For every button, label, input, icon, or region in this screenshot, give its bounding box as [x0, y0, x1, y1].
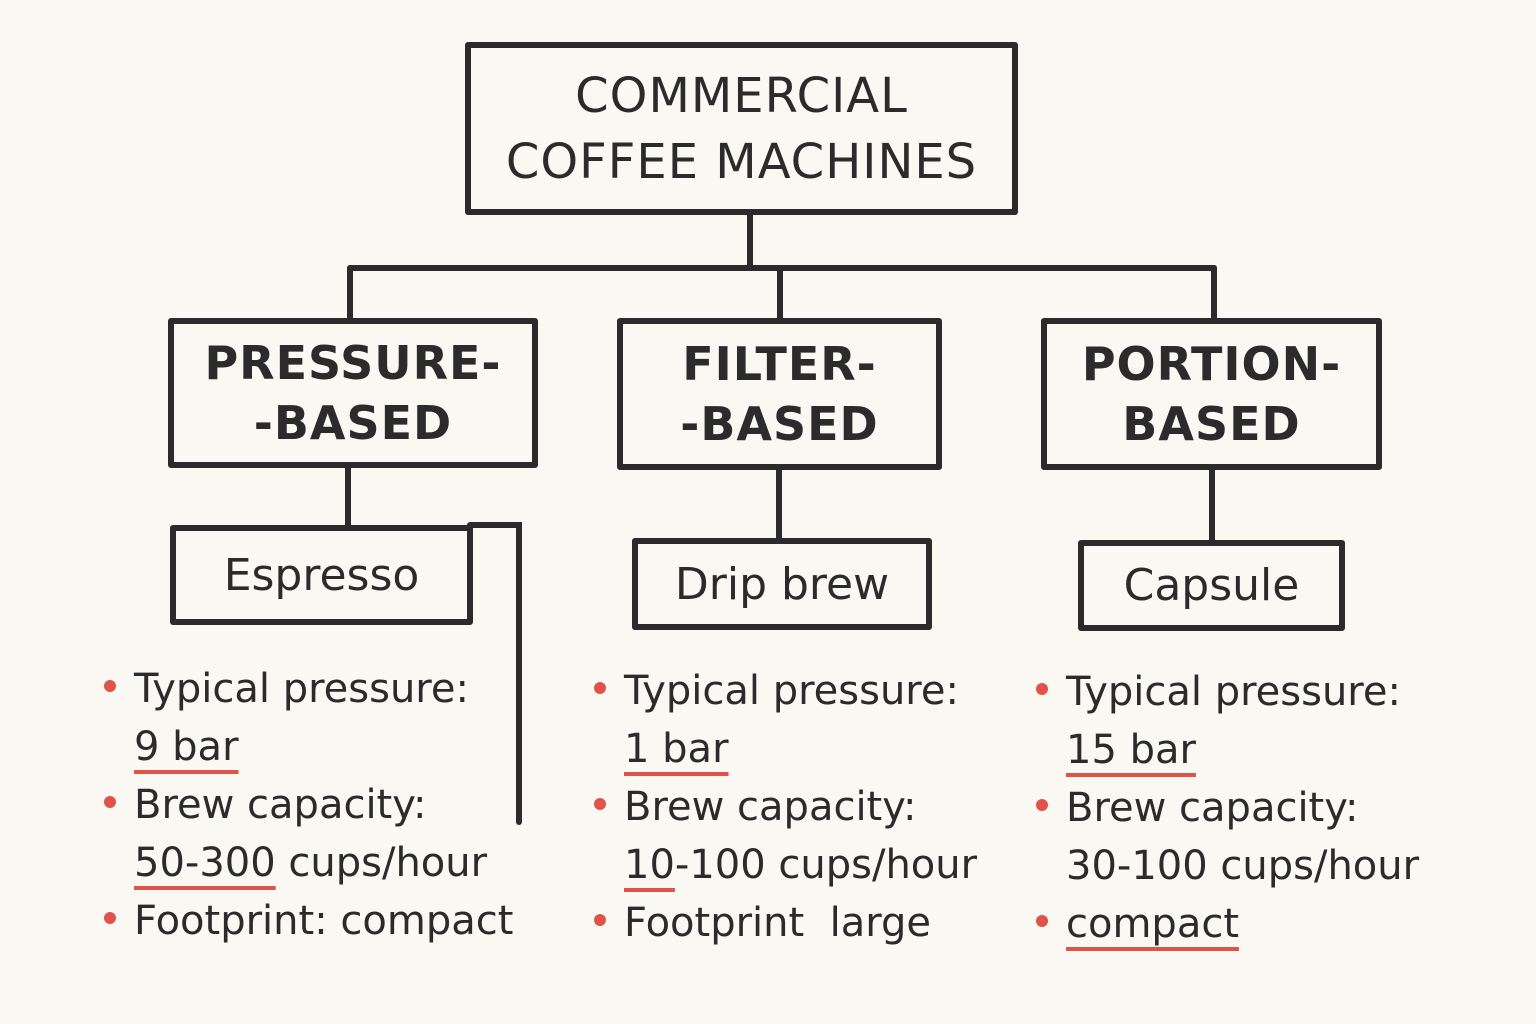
bullet-icon [594, 682, 606, 694]
category-pressure-based: PRESSURE- -BASED [168, 318, 538, 468]
detail-label: Brew capacity: [134, 782, 427, 828]
detail-pressure: Typical pressure: [1036, 663, 1419, 721]
capacity-range-start: 10 [624, 842, 675, 888]
bullet-icon [594, 798, 606, 810]
footprint-value: compact [1066, 901, 1240, 947]
bullet-icon [1036, 799, 1048, 811]
root-title-line1: COMMERCIAL [575, 67, 908, 124]
detail-capacity: Brew capacity: [594, 778, 977, 836]
capacity-range: 30-100 [1066, 843, 1208, 889]
capacity-range-end: -100 [674, 842, 766, 888]
bullet-icon [104, 912, 116, 924]
capacity-range: 50-300 [134, 840, 276, 886]
pressure-value: 1 bar [624, 726, 729, 772]
detail-label: Brew capacity: [624, 784, 917, 830]
detail-pressure: Typical pressure: [594, 662, 977, 720]
capacity-unit: cups/hour [288, 840, 488, 886]
example-espresso: Espresso [170, 525, 473, 625]
category-label-line1: PRESSURE- [204, 336, 502, 390]
detail-label: Typical pressure: [624, 668, 959, 714]
detail-footprint: compact [1036, 895, 1419, 953]
example-label: Capsule [1123, 560, 1300, 611]
example-drip-brew: Drip brew [632, 538, 932, 630]
detail-pressure: Typical pressure: [104, 660, 513, 718]
detail-label: Footprint [624, 900, 805, 946]
example-capsule: Capsule [1078, 540, 1345, 631]
root-node: COMMERCIAL COFFEE MACHINES [465, 42, 1018, 215]
details-pressure-based: Typical pressure: 9 bar Brew capacity: 5… [104, 660, 513, 950]
capacity-unit: cups/hour [778, 842, 978, 888]
example-label: Drip brew [674, 558, 890, 610]
detail-value-row: 15 bar [1036, 721, 1419, 779]
pressure-value: 9 bar [134, 724, 239, 770]
detail-value-row: 9 bar [104, 718, 513, 776]
bullet-icon [104, 680, 116, 692]
category-filter-based: FILTER- -BASED [617, 318, 942, 470]
bullet-icon [104, 796, 116, 808]
detail-label: Footprint: [134, 898, 328, 944]
category-label-line2: BASED [1122, 397, 1301, 451]
category-label-line2: -BASED [253, 396, 453, 450]
detail-label: Typical pressure: [1066, 669, 1401, 715]
detail-footprint: Footprint large [594, 894, 977, 952]
espresso-side-bracket [467, 522, 522, 825]
category-label-line2: -BASED [680, 397, 879, 451]
category-portion-based: PORTION- BASED [1041, 318, 1382, 470]
category-label-line1: PORTION- [1081, 337, 1342, 391]
detail-footprint: Footprint: compact [104, 892, 513, 950]
detail-capacity: Brew capacity: [1036, 779, 1419, 837]
footprint-value: compact [340, 898, 514, 944]
detail-value-row: 50-300 cups/hour [104, 834, 513, 892]
example-label: Espresso [223, 549, 420, 601]
detail-label: Brew capacity: [1066, 785, 1359, 831]
bullet-icon [594, 914, 606, 926]
detail-value-row: 10-100 cups/hour [594, 836, 977, 894]
details-filter-based: Typical pressure: 1 bar Brew capacity: 1… [594, 662, 977, 952]
footprint-value: large [829, 900, 932, 946]
detail-value-row: 1 bar [594, 720, 977, 778]
details-portion-based: Typical pressure: 15 bar Brew capacity: … [1036, 663, 1419, 953]
root-title-line2: COFFEE MACHINES [505, 133, 978, 190]
bullet-icon [1036, 915, 1048, 927]
detail-label: Typical pressure: [134, 666, 469, 712]
capacity-unit: cups/hour [1220, 843, 1420, 889]
detail-value-row: 30-100 cups/hour [1036, 837, 1419, 895]
detail-capacity: Brew capacity: [104, 776, 513, 834]
category-label-line1: FILTER- [682, 337, 877, 391]
pressure-value: 15 bar [1066, 727, 1196, 773]
bullet-icon [1036, 683, 1048, 695]
